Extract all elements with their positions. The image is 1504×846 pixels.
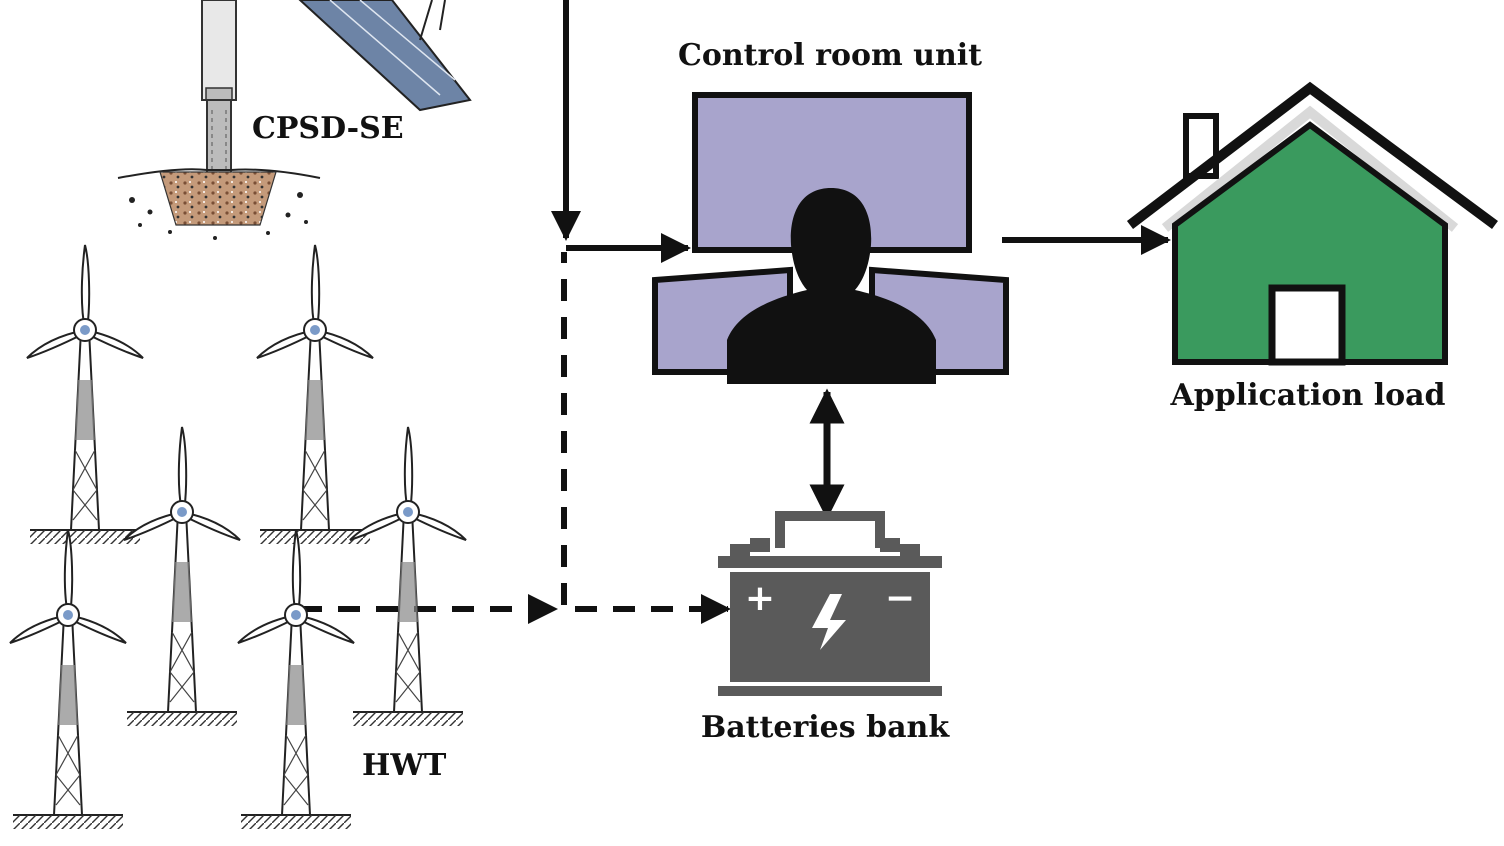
battery-plus-symbol: + [745,578,775,619]
wind-turbines-icon [9,244,467,830]
wind-label: HWT [362,748,447,783]
wind-turbine-icon [256,244,374,545]
battery-icon [718,511,942,696]
wind-turbine-icon [9,529,127,830]
wind-turbine-icon [237,529,355,830]
control-room-label: Control room unit [678,38,982,73]
lightning-icon [812,594,846,650]
load-label: Application load [1169,378,1445,413]
house-icon [1126,81,1498,366]
wind-turbine-icon [123,426,241,727]
person-silhouette-icon [727,188,936,384]
battery-label: Batteries bank [701,710,950,745]
wind-turbine-icon [26,244,144,545]
solar-pump-label: CPSD-SE [252,111,404,146]
wind-turbine-icon [349,426,467,727]
solar-pump-icon [117,0,472,240]
control-room-icon [652,92,1009,384]
battery-minus-symbol: − [885,578,915,619]
solar-connection-line [551,0,691,263]
wind-connection-line [300,252,731,624]
